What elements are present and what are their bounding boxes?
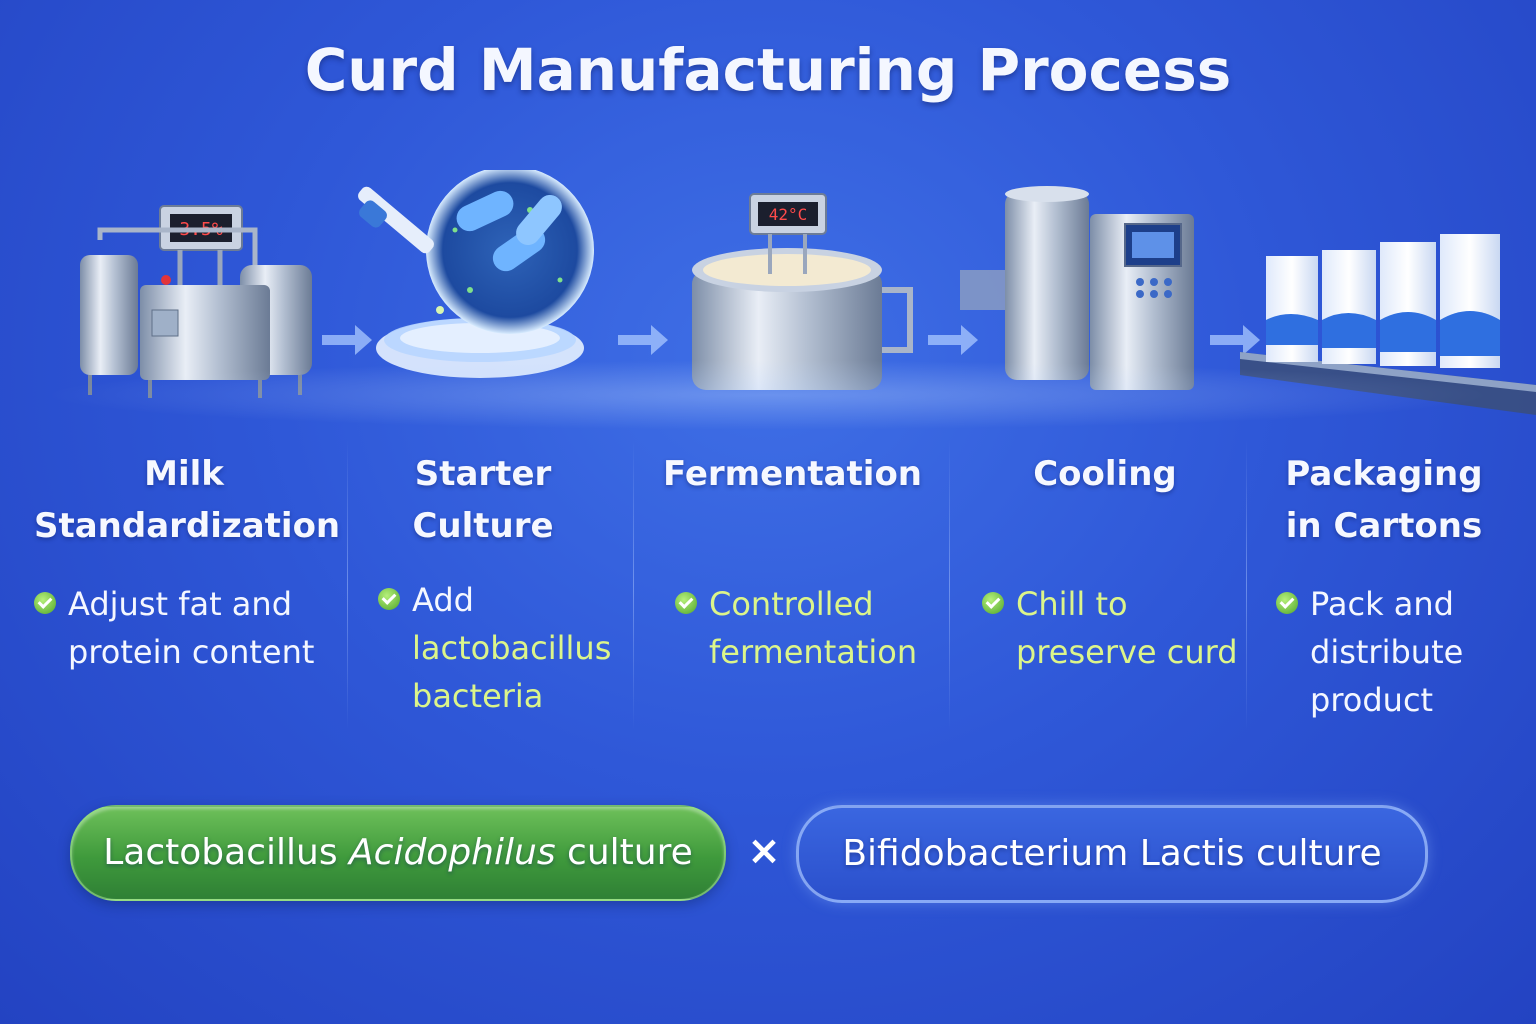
- step-title: Starter Culture: [412, 454, 554, 546]
- column-divider: [1246, 440, 1247, 730]
- arrow-right-icon: [1210, 325, 1260, 355]
- column-divider: [633, 440, 634, 730]
- column-divider: [347, 440, 348, 730]
- temperature-display: 42°C: [769, 205, 808, 224]
- step-fermentation: Fermentation Controlled fermentation: [650, 448, 935, 728]
- check-icon: [982, 592, 1004, 614]
- check-icon: [675, 592, 697, 614]
- starter-culture-icon: [358, 170, 594, 378]
- step-cooling: Cooling Chill to preserve curd: [960, 448, 1240, 728]
- arrow-right-icon: [618, 325, 668, 355]
- fermentation-tank-icon: 42°C: [692, 193, 913, 390]
- standardization-machine-icon: 3.5%: [80, 205, 312, 398]
- milk-cartons-icon: [1240, 234, 1536, 415]
- cooling-unit-icon: [960, 186, 1194, 390]
- step-starter-culture: Starter Culture Add lactobacillus bacter…: [378, 448, 628, 728]
- step-title: Fermentation: [662, 454, 923, 494]
- step-milk-standardization: Milk Standardization Adjust fat and prot…: [34, 448, 341, 728]
- step-title: Milk Standardization: [34, 454, 341, 546]
- process-illustrations: 3.5% 42°C: [80, 170, 1536, 415]
- check-icon: [1276, 592, 1298, 614]
- check-icon: [378, 588, 400, 610]
- ground-haze: [40, 360, 1496, 430]
- step-packaging: Packaging in Cartons Pack and distribute…: [1264, 448, 1504, 728]
- step-title: Cooling: [1033, 454, 1177, 494]
- step-title: Packaging in Cartons: [1285, 454, 1483, 546]
- lactobacillus-culture-pill: Lactobacillus Acidophilus culture: [70, 805, 726, 901]
- column-divider: [949, 440, 950, 730]
- bifidobacterium-culture-pill: Bifidobacterium Lactis culture: [796, 805, 1428, 903]
- page-title: Curd Manufacturing Process: [304, 36, 1232, 104]
- times-icon: ×: [747, 828, 781, 874]
- arrow-right-icon: [322, 325, 372, 355]
- check-icon: [34, 592, 56, 614]
- arrow-right-icon: [928, 325, 978, 355]
